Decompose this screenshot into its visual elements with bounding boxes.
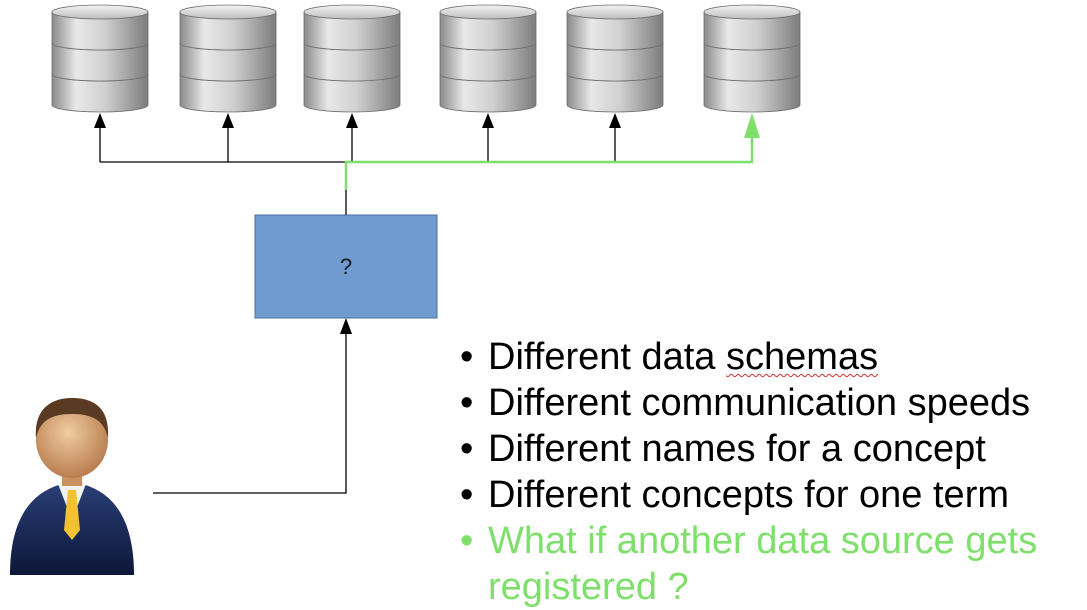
user-lapel-right xyxy=(74,486,92,530)
database-cap xyxy=(303,4,401,20)
query-box-rect xyxy=(254,214,438,319)
query-box: ? xyxy=(254,214,438,319)
database-segment xyxy=(439,73,537,113)
bullet-dot-icon: • xyxy=(460,382,474,424)
database-icon xyxy=(703,4,801,113)
database-segment xyxy=(179,73,277,113)
database-segment xyxy=(566,11,664,51)
database-cap xyxy=(566,4,664,20)
database-segment xyxy=(303,42,401,82)
arrowhead-db-3 xyxy=(346,113,358,128)
database-icon xyxy=(51,4,149,113)
bullet-item: • Different concepts for one term xyxy=(460,472,1087,518)
database-icon xyxy=(303,4,401,113)
bullet-item: • What if another data source gets regist… xyxy=(460,518,1087,610)
data-sources xyxy=(51,4,801,113)
database-cap xyxy=(703,4,801,20)
database-segment xyxy=(51,42,149,82)
database-segment xyxy=(703,11,801,51)
bullet-text: What if another data source gets registe… xyxy=(488,520,1038,608)
arrowhead-db-6-highlight xyxy=(744,113,760,138)
bullet-item: • Different data schemas xyxy=(460,334,1087,380)
bullet-text: Different data xyxy=(488,336,727,378)
database-segment xyxy=(51,11,149,51)
database-segment xyxy=(566,73,664,113)
bullet-text: Different communication speeds xyxy=(488,382,1031,424)
database-segment xyxy=(703,42,801,82)
arrowhead-db-4 xyxy=(482,113,494,128)
database-icon xyxy=(566,4,664,113)
bullet-dot-icon: • xyxy=(460,428,474,470)
database-cap xyxy=(179,4,277,20)
challenges-list: • Different data schemas • Different commun… xyxy=(460,334,1087,610)
database-segment xyxy=(51,73,149,113)
user-hair xyxy=(35,398,109,438)
database-segment xyxy=(303,73,401,113)
bullet-text: Different concepts for one term xyxy=(488,474,1009,516)
database-icon xyxy=(439,4,537,113)
arrowhead-db-5 xyxy=(609,113,621,128)
spellcheck-marked-word: schemas xyxy=(726,336,879,378)
user-lapel-left xyxy=(52,486,70,530)
database-cap xyxy=(439,4,537,20)
database-segment xyxy=(179,42,277,82)
bullet-item: • Different names for a concept xyxy=(460,426,1087,472)
bullet-dot-icon: • xyxy=(460,520,474,562)
connection-lines xyxy=(94,113,760,494)
bullet-item: • Different communication speeds xyxy=(460,380,1087,426)
database-cap xyxy=(51,4,149,20)
database-segment xyxy=(566,42,664,82)
database-segment xyxy=(703,73,801,113)
user-avatar-icon xyxy=(10,398,134,575)
arrowhead-db-1 xyxy=(94,113,106,128)
database-segment xyxy=(439,11,537,51)
user-to-query-line xyxy=(153,330,347,494)
query-box-label: ? xyxy=(340,254,352,279)
bullet-dot-icon: • xyxy=(460,474,474,516)
user-face xyxy=(36,402,108,478)
highlight-line-new-source xyxy=(344,130,754,190)
database-segment xyxy=(179,11,277,51)
database-segment xyxy=(303,11,401,51)
bullet-dot-icon: • xyxy=(460,336,474,378)
database-icon xyxy=(179,4,277,113)
user-tie xyxy=(64,490,80,540)
bullet-text: Different names for a concept xyxy=(488,428,986,470)
database-segment xyxy=(439,42,537,82)
arrowhead-query-box xyxy=(340,318,352,334)
arrowhead-db-2 xyxy=(222,113,234,128)
